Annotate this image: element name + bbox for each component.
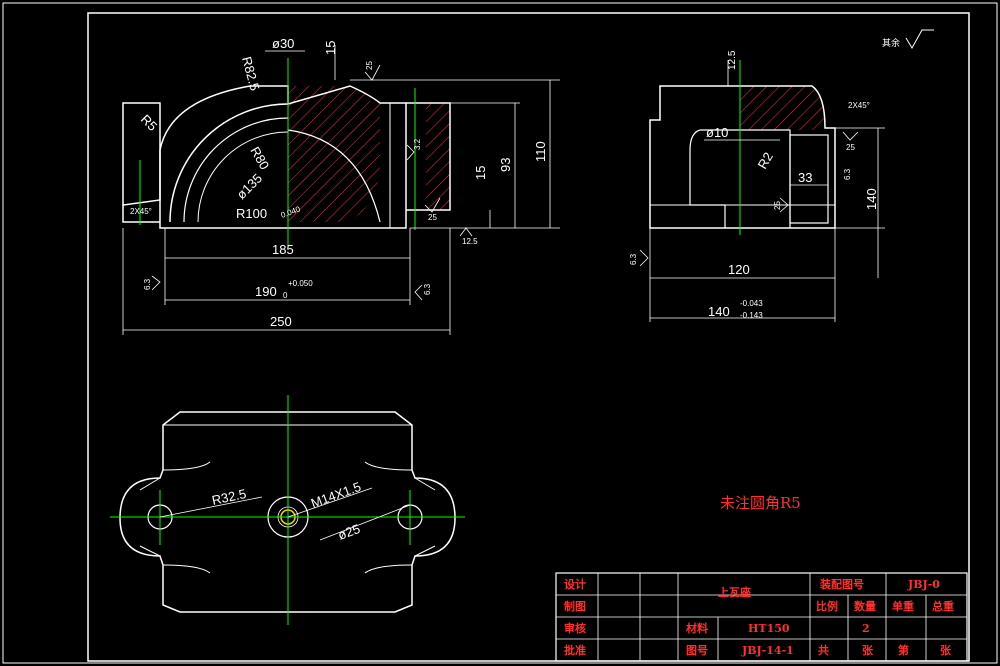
side-dim-140-sub: -0.143 <box>740 311 763 320</box>
dim-r100: R100 <box>236 206 267 221</box>
front-roughness-marks <box>151 64 473 301</box>
side-chamfer: 2X45° <box>848 101 870 110</box>
dim-93: 93 <box>498 158 513 172</box>
dim-15-side: 15 <box>473 166 488 180</box>
side-ra-3: 25 <box>773 201 782 210</box>
front-chamfer: 2X45° <box>130 207 152 216</box>
roughness-default-symbol: 其余 <box>882 29 934 49</box>
fillet-note: 未注圆角R5 <box>720 494 801 512</box>
side-ra-2: 6.3 <box>629 253 638 265</box>
side-dim-33: 33 <box>798 170 812 185</box>
tb-check-label: 审核 <box>564 621 586 635</box>
tb-quantity: 2 <box>862 622 870 635</box>
front-ra-3: 6.3 <box>143 278 152 290</box>
inner-frame <box>87 12 970 662</box>
side-dim-140-v: 140 <box>864 188 879 210</box>
top-dim-d25: ø25 <box>336 521 362 543</box>
tb-drawing-no: JBJ-14-1 <box>741 644 794 657</box>
tb-qty-label: 数量 <box>854 599 876 613</box>
bore-arc-outer <box>169 103 289 223</box>
front-view: ø30 15 R82.5 R5 R80 ø135 R100 0.040 2X45… <box>122 36 560 335</box>
dim-110: 110 <box>533 141 548 162</box>
side-ra-4: 6.3 <box>843 168 852 180</box>
side-roughness-marks <box>639 131 859 267</box>
svg-text:其余: 其余 <box>882 37 900 48</box>
tb-sheet-label-2: 张 <box>940 643 952 657</box>
dim-15-top: 15 <box>323 41 338 55</box>
front-ra-2: 3.2 <box>413 138 422 150</box>
tb-drawn-label: 制图 <box>564 599 586 613</box>
side-dim-12-5: 12.5 <box>727 50 738 70</box>
tb-drawing-no-label: 图号 <box>686 644 708 657</box>
side-dim-d10: ø10 <box>706 125 728 140</box>
top-dim-r32-5: R32.5 <box>211 486 248 508</box>
dim-d30: ø30 <box>272 36 294 51</box>
front-ra-4: 6.3 <box>423 283 432 295</box>
tb-part-name: 上瓦座 <box>718 585 751 599</box>
tb-sheet-no-label: 第 <box>898 643 909 657</box>
tb-material: HT150 <box>748 622 790 635</box>
top-outline <box>119 411 456 613</box>
tb-design-label: 设计 <box>564 577 586 591</box>
tb-total-label: 共 <box>818 643 829 657</box>
front-ra-1: 25 <box>365 61 374 70</box>
dim-250: 250 <box>270 314 292 329</box>
top-view: R32.5 M14X1.5 ø25 <box>110 395 465 625</box>
side-dim-120: 120 <box>728 262 750 277</box>
dim-185: 185 <box>272 242 294 257</box>
front-section-hatch <box>288 86 380 222</box>
side-dim-140-h: 140 <box>708 304 730 319</box>
side-section-hatch <box>740 86 825 130</box>
tb-material-label: 材料 <box>686 621 708 635</box>
dim-d135: ø135 <box>234 171 266 203</box>
title-block: 设计 上瓦座 装配图号 JBJ-0 制图 比例 数量 单重 总重 审核 材料 H… <box>555 572 968 662</box>
dim-r5: R5 <box>138 112 160 134</box>
tb-assembly-no-label: 装配图号 <box>819 577 864 591</box>
side-outline <box>649 85 836 229</box>
front-ra-5: 25 <box>428 213 437 222</box>
bore-arc-inner <box>183 117 289 223</box>
dim-190-sub: 0 <box>283 291 288 300</box>
bore-arc-seat <box>197 131 289 223</box>
tb-assembly-no: JBJ-0 <box>907 578 940 591</box>
side-dim-r2: R2 <box>755 150 776 172</box>
front-section-hatch-right <box>426 103 450 210</box>
dim-190-sup: +0.050 <box>288 279 313 288</box>
side-view: 12.5 2X45° ø10 R2 33 140 120 140 -0.043 … <box>629 50 885 322</box>
side-dim-140-sup: -0.043 <box>740 299 763 308</box>
tb-sheet-label-1: 张 <box>862 643 874 657</box>
tb-approve-label: 批准 <box>564 643 586 657</box>
dim-r80: R80 <box>247 144 272 172</box>
tb-total-weight-label: 总重 <box>932 599 954 613</box>
top-dim-m14: M14X1.5 <box>309 479 363 511</box>
tb-unit-weight-label: 单重 <box>892 599 914 613</box>
front-ra-6: 12.5 <box>462 237 478 246</box>
tb-scale-label: 比例 <box>816 599 838 613</box>
dim-190: 190 <box>255 284 277 299</box>
side-ra-1: 25 <box>846 143 855 152</box>
